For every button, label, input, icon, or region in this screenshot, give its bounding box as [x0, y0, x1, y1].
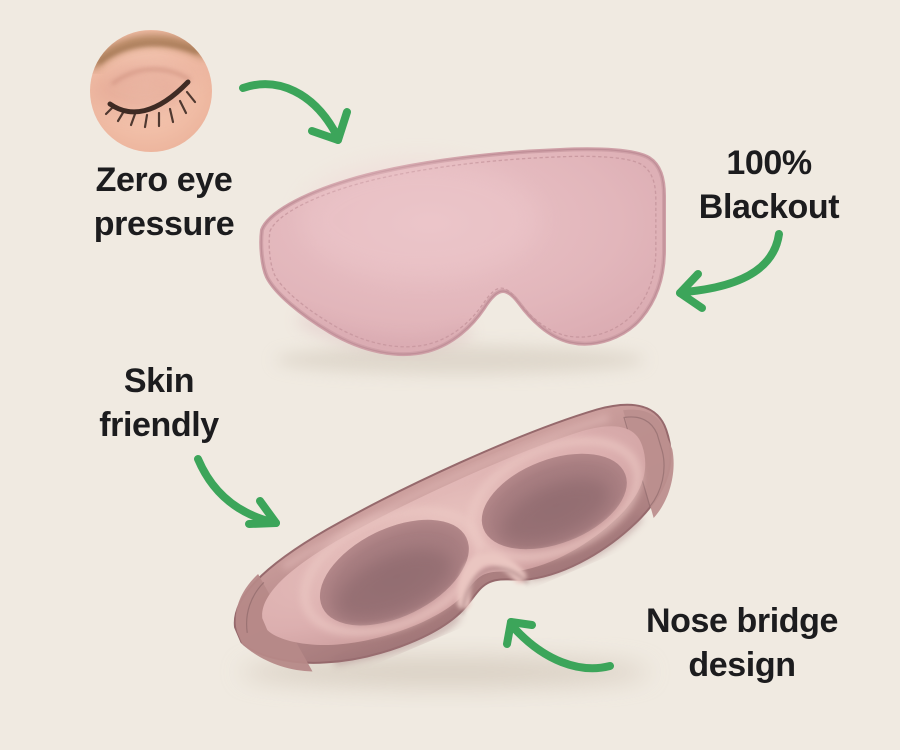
hollow-shadow-left [335, 549, 453, 621]
curved-arrow-icon [676, 230, 783, 312]
eyelid-crease [111, 68, 191, 85]
arrow-barb [245, 519, 280, 528]
nose-bridge-ridge [457, 552, 527, 610]
feature-label-line: 100% [726, 144, 812, 182]
arrow-shaft [194, 455, 276, 526]
arrow-barb [334, 108, 351, 144]
arrow-barb [507, 618, 536, 629]
arrow-barb [676, 289, 706, 312]
feature-label-line: Zero eye [95, 161, 233, 199]
hollow-shadow-right [501, 478, 610, 545]
mask-inside-right-seam [623, 416, 665, 508]
eyebrow [90, 34, 209, 70]
eyebrow-detail [98, 41, 198, 64]
cushion-highlight-right [467, 437, 642, 561]
nose-bridge-crease [460, 566, 530, 615]
feature-label-skin-friendly: Skin friendly [99, 359, 219, 447]
eye-mask-inside-view [233, 403, 674, 688]
feature-label-blackout: 100% Blackout [698, 141, 840, 229]
cushion-bottom-shading-right [528, 513, 643, 582]
curved-arrow-icon [239, 80, 351, 144]
lashes [104, 90, 197, 129]
feature-label-line: design [688, 646, 796, 684]
feature-label-zero-eye-pressure: Zero eye pressure [93, 158, 235, 246]
cushion-top-highlight [282, 414, 610, 571]
feature-label-line: Blackout [698, 188, 840, 226]
eyelid-tint [112, 54, 208, 90]
mask-inside-left-seam [246, 581, 265, 633]
arrow-barb [308, 127, 342, 144]
feature-label-line: Skin [123, 362, 195, 400]
mask-inside-shadow [240, 656, 650, 688]
eye-mask-front-view [259, 147, 666, 374]
closed-eye-photo [90, 30, 212, 152]
arrow-shaft [239, 80, 340, 138]
arrow-barb [676, 270, 702, 297]
curved-arrow-icon [194, 455, 280, 528]
mask-front-shading [297, 313, 473, 350]
curved-arrow-icon [503, 618, 614, 673]
feature-label-line: friendly [99, 406, 219, 444]
mask-front-highlight [300, 160, 540, 280]
feature-label-line: pressure [93, 205, 235, 243]
lash-line [107, 79, 191, 115]
mask-front-shadow [275, 346, 645, 374]
arrow-shaft [511, 625, 614, 673]
cushion-bottom-shading [333, 611, 462, 666]
feature-label-nose-bridge: Nose bridge design [646, 599, 838, 687]
arrow-shaft [680, 230, 783, 296]
feature-label-line: Nose bridge [645, 602, 839, 640]
